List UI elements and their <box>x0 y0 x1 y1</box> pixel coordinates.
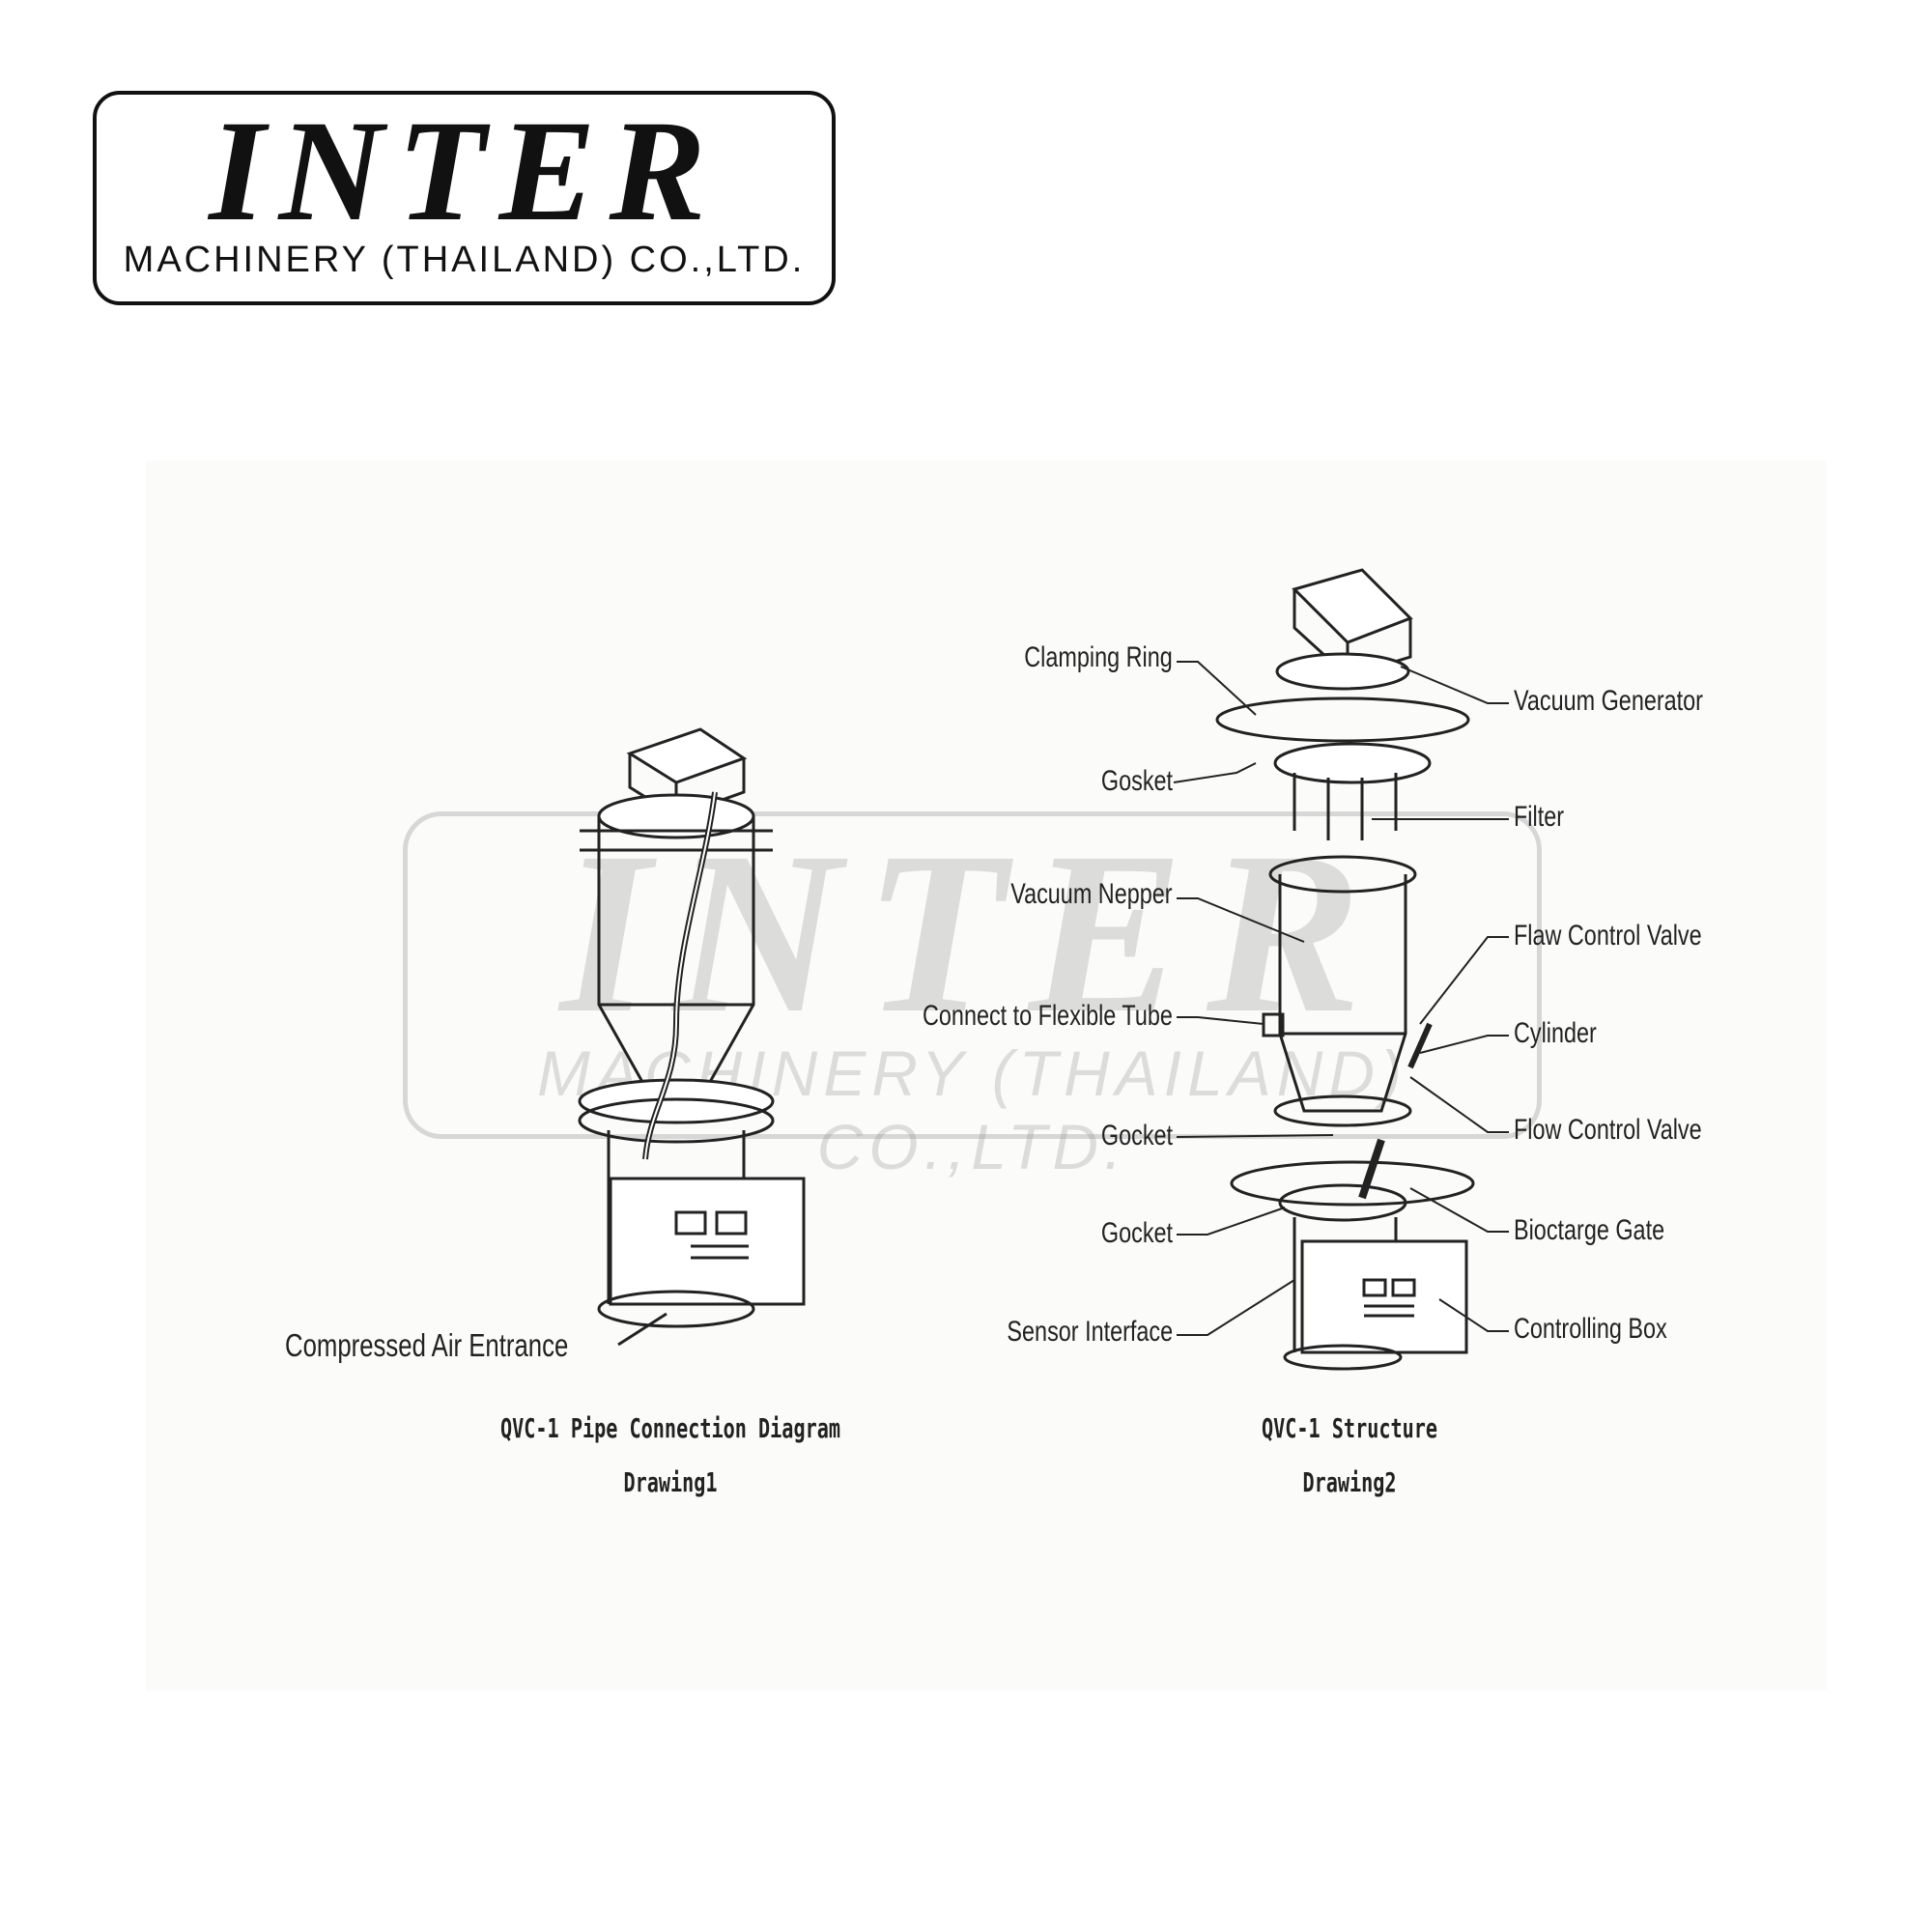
label-gasket-bottom: Gocket <box>1100 1217 1173 1249</box>
label-clamping-ring: Clamping Ring <box>1024 641 1173 673</box>
label-cylinder: Cylinder <box>1514 1017 1597 1049</box>
drawing1-caption: QVC-1 Pipe Connection Diagram <box>500 1412 840 1444</box>
drawing1-subcaption: Drawing1 <box>623 1466 718 1498</box>
company-logo: INTER MACHINERY (THAILAND) CO.,LTD. <box>93 91 836 305</box>
logo-subtitle: MACHINERY (THAILAND) CO.,LTD. <box>123 240 806 280</box>
watermark-wordmark: INTER <box>559 804 1385 1061</box>
assembled-loader-drawing <box>578 727 806 1347</box>
label-sensor-interface: Sensor Interface <box>1007 1316 1173 1348</box>
label-flow-control-valve-bottom: Flow Control Valve <box>1514 1114 1702 1146</box>
watermark: INTER MACHINERY (THAILAND) CO.,LTD. <box>403 807 1542 1182</box>
logo-wordmark: INTER <box>209 91 720 251</box>
label-vacuum-generator: Vacuum Generator <box>1514 685 1703 717</box>
label-connect-flexible-tube: Connect to Flexible Tube <box>923 1000 1173 1032</box>
label-gasket-top: Gosket <box>1100 765 1173 797</box>
label-compressed-air-entrance: Compressed Air Entrance <box>285 1327 569 1363</box>
label-filter: Filter <box>1514 801 1565 833</box>
drawing2-subcaption: Drawing2 <box>1302 1466 1397 1498</box>
drawing-sheet <box>146 461 1827 1690</box>
label-controlling-box: Controlling Box <box>1514 1313 1667 1345</box>
label-flow-control-valve-top: Flaw Control Valve <box>1514 920 1702 952</box>
drawing2-caption: QVC-1 Structure <box>1261 1412 1438 1444</box>
watermark-subtitle: MACHINERY (THAILAND) CO.,LTD. <box>536 1037 1408 1182</box>
leader-lines <box>1173 661 1509 1336</box>
exploded-structure-drawing <box>1215 568 1475 1371</box>
label-gasket-mid: Gocket <box>1100 1120 1173 1151</box>
label-vacuum-hopper: Vacuum Nepper <box>1010 878 1173 910</box>
label-discharge-gate: Bioctarge Gate <box>1514 1214 1665 1246</box>
